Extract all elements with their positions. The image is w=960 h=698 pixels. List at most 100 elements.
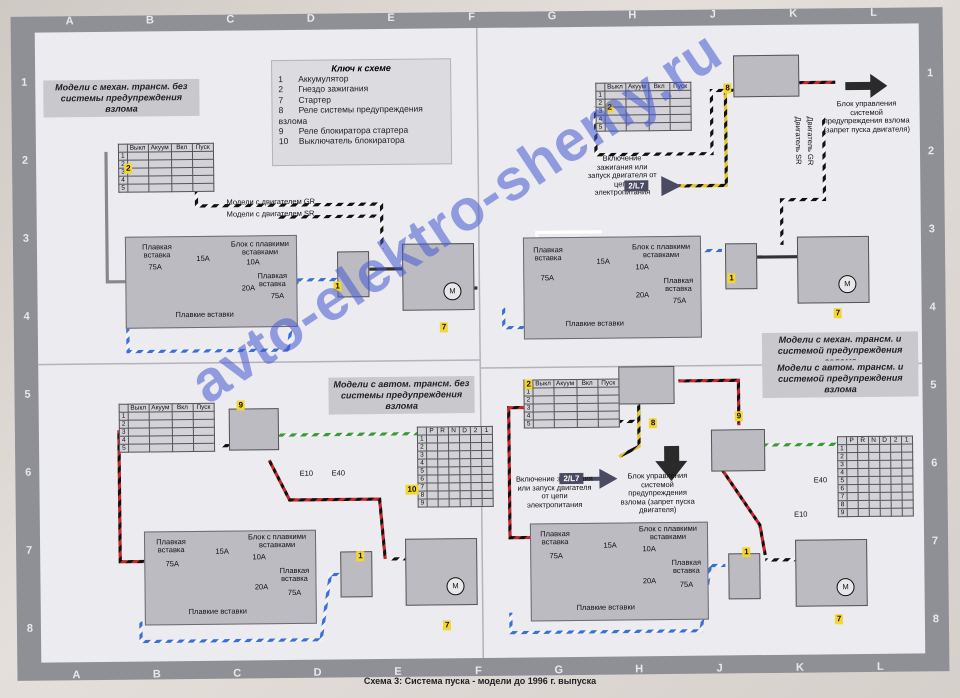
- switch-header: Выкл: [127, 143, 149, 153]
- fuse-label: Плавкая вставка: [156, 537, 186, 555]
- fuse-10a: 10A: [252, 552, 266, 562]
- switch-header: Выкл: [127, 403, 149, 413]
- row-label: 7: [931, 535, 939, 548]
- column-label: A: [65, 15, 74, 28]
- starter-motor: M: [796, 235, 870, 304]
- fuse-15a: 15A: [215, 546, 229, 556]
- column-label: D: [306, 12, 315, 25]
- fuse-block: Плавкая вставка 75A 15A Блок с плавкими …: [522, 235, 702, 340]
- key-item-number: 10: [278, 136, 289, 147]
- ground-e10: E10: [794, 509, 808, 519]
- switch-header: Вкл: [171, 143, 193, 152]
- row-label: 4: [929, 301, 936, 314]
- ground-e40: E40: [331, 468, 346, 478]
- column-label: G: [554, 664, 564, 677]
- motor-symbol: M: [443, 282, 462, 301]
- switch-row-number: 4: [119, 436, 129, 445]
- row-label: 4: [23, 310, 30, 323]
- gear-header: P: [425, 426, 438, 436]
- switch-row-number: 5: [118, 184, 128, 193]
- switch-row-number: 3: [119, 428, 129, 437]
- switch-row-number: 1: [119, 412, 128, 421]
- key-item-number: 8: [278, 105, 284, 116]
- column-label: F: [468, 11, 475, 24]
- fuse-label: Плавкие вставки: [576, 602, 635, 613]
- gear-header: 2: [890, 436, 902, 445]
- key-item-label: Выключатель блокиратора: [298, 135, 405, 147]
- switch-header: Акуум: [553, 379, 577, 388]
- ref-battery: 1: [727, 273, 736, 284]
- alarm-relay: [618, 365, 675, 405]
- ref-2-l7: 2/L7: [624, 180, 649, 192]
- fuse-20a: 20A: [642, 576, 657, 586]
- row-label: 2: [927, 145, 935, 158]
- fuse-block-label: Блок с плавкими вставками: [638, 523, 698, 542]
- fuse-75a: 75A: [540, 273, 555, 283]
- gear-header: R: [857, 436, 869, 445]
- gear-header: N: [868, 436, 880, 445]
- ref-ignition-switch: 2: [124, 163, 133, 174]
- title-auto-no-alarm: Модели с автом. трансм. без системы пред…: [328, 376, 475, 415]
- switch-header: Акуум: [148, 403, 172, 412]
- switch-row-number: 4: [524, 411, 533, 421]
- key-item-number: 2: [278, 84, 284, 95]
- gear-header: 1: [480, 426, 493, 435]
- row-label: 2: [21, 154, 29, 167]
- ref-battery: 1: [742, 547, 751, 558]
- key-item-label: Реле блокиратора стартера: [298, 124, 409, 136]
- fuse-block-label: Блок с плавкими вставками: [247, 531, 307, 550]
- fuse-75a: 75A: [672, 295, 687, 305]
- row-label: 6: [25, 466, 32, 479]
- switch-header: Вкл: [171, 403, 193, 412]
- fuse-block: Плавкая вставка 75A 15A Блок с плавкими …: [529, 521, 709, 622]
- key-item-label: Аккумулятор: [298, 73, 349, 84]
- fuse-10a: 10A: [642, 544, 656, 554]
- row-label: 3: [928, 223, 935, 236]
- alarm-block-label: Блок управления системой предупреждения …: [620, 470, 695, 515]
- column-label: E: [387, 11, 395, 24]
- diagram-caption: Схема 3: Система пуска - модели до 1996 …: [363, 676, 597, 686]
- fuse-label: Плавкие вставки: [175, 309, 234, 320]
- fuse-75a: 75A: [549, 551, 563, 561]
- row-label: 8: [932, 613, 940, 626]
- gear-header: D: [879, 436, 891, 445]
- column-label: B: [145, 14, 155, 27]
- fuse-label: Плавкая вставка: [671, 557, 702, 575]
- column-label: L: [870, 6, 877, 19]
- key-item-label: Реле системы предупреждения взлома: [278, 103, 423, 126]
- starter-motor: M: [795, 538, 868, 607]
- fuse-10a: 10A: [635, 262, 649, 272]
- switch-header: Акуум: [148, 143, 172, 152]
- motor-symbol: M: [446, 577, 465, 596]
- gear-header: R: [436, 426, 449, 435]
- alarm-relay: [732, 54, 800, 98]
- title-manual-no-alarm: Модели с механ. трансм. без системы пред…: [43, 78, 200, 118]
- fuse-15a: 15A: [596, 256, 610, 266]
- key-item: 10 Выключатель блокиратора: [273, 135, 451, 147]
- ground-e10: E10: [299, 468, 314, 478]
- switch-header: Выкл: [532, 379, 554, 388]
- fuse-block-label: Блок с плавкими вставками: [631, 241, 691, 260]
- switch-row-number: 2: [119, 420, 128, 429]
- fuse-label: Плавкие вставки: [188, 606, 247, 617]
- row-label: 3: [22, 232, 29, 245]
- key-item-number: 7: [278, 94, 284, 105]
- gear-header: 1: [901, 435, 913, 445]
- ref-starter-relay: 9: [236, 400, 246, 411]
- fuse-label: Плавкие вставки: [565, 318, 624, 329]
- fuse-10a: 10A: [246, 257, 260, 267]
- column-label: H: [628, 9, 637, 22]
- column-label: L: [876, 660, 884, 673]
- key-item-label: Гнездо зажигания: [298, 83, 369, 95]
- fuse-75a: 75A: [679, 579, 694, 589]
- starter-motor: M: [405, 538, 478, 606]
- row-label: 5: [930, 379, 937, 392]
